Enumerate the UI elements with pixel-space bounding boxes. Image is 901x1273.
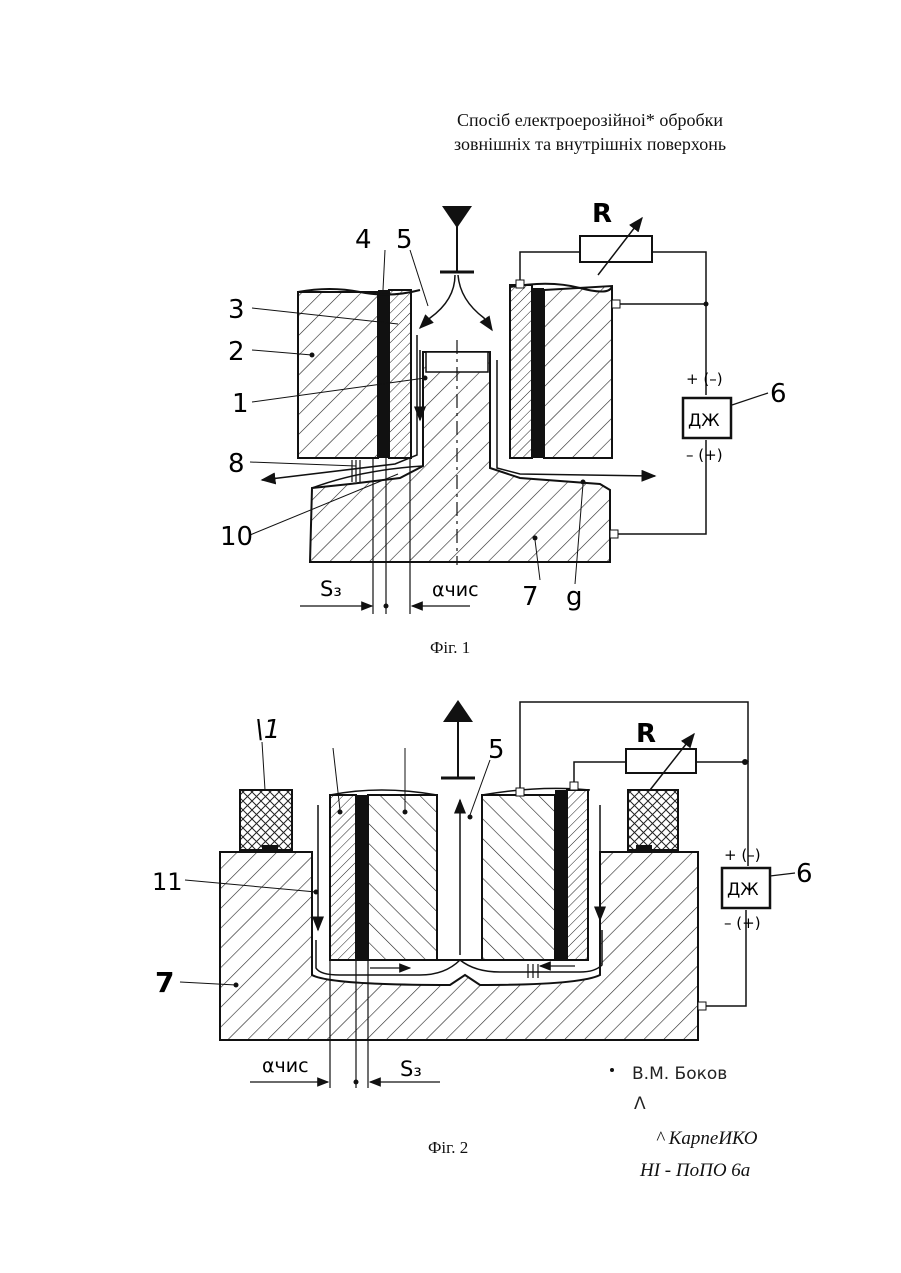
fig1-polarity-top: + (–) (686, 370, 723, 388)
fig1-generator-label: ДЖ (688, 411, 720, 431)
fig2-label-7: 7 (155, 966, 174, 999)
fig1-holder-left (298, 292, 378, 458)
fig2-electrode-right (567, 790, 588, 960)
fig2-label-R: R (636, 719, 656, 749)
fig2-polarity-top: + (–) (724, 846, 761, 864)
fig2-holder-right (482, 795, 555, 960)
fig2-dim-s3: S₃ (400, 1057, 422, 1081)
fig2-label-5: 5 (488, 735, 505, 765)
signature-line-2: НІ - ПоПО 6а (640, 1160, 750, 1182)
figure-2-drawing: \1 5 11 7 6 R + (–) – (+) ДЖ αчис S₃ (0, 680, 901, 1130)
fig2-workpiece (220, 852, 698, 1040)
fig1-label-1: 1 (232, 389, 249, 419)
fig2-polarity-bottom: – (+) (724, 914, 761, 932)
fig2-electrode-left (330, 795, 356, 960)
fig2-dim-a: αчис (262, 1055, 309, 1077)
fig1-label-6: 6 (770, 379, 787, 409)
fig1-insulation-right (532, 288, 544, 458)
fig1-label-R: R (592, 199, 612, 229)
fig1-insulation-left (378, 290, 389, 458)
handwritten-signature: В.М. Боков (632, 1064, 727, 1084)
fig1-caption: Фіг. 1 (430, 638, 470, 658)
fig1-label-3: 3 (228, 295, 245, 325)
fig2-label-1: \1 (255, 715, 280, 745)
fig2-generator-label: ДЖ (727, 880, 759, 900)
signature-line-1: ^ КарпеИКО (656, 1128, 758, 1150)
fig1-label-7: 7 (522, 582, 539, 612)
fig1-dim-a: αчис (432, 579, 479, 601)
fig1-electrode-left (389, 290, 411, 458)
fig2-resistor (626, 749, 696, 773)
fig1-polarity-bottom: – (+) (686, 446, 723, 464)
fig1-label-10: 10 (220, 522, 253, 552)
fig1-label-5: 5 (396, 225, 413, 255)
fig2-ring-left (240, 790, 292, 850)
fig1-label-4: 4 (355, 225, 372, 255)
fig2-holder-left (368, 795, 437, 960)
fig2-caption: Фіг. 2 (428, 1138, 468, 1158)
fig1-electrode-right (510, 285, 532, 458)
fig2-label-11: 11 (152, 868, 183, 896)
figure-1-drawing: 4 5 3 2 1 8 10 6 7 g R + (–) – (+) ДЖ S₃… (0, 0, 901, 640)
bullet-dot (610, 1068, 614, 1072)
fig1-label-8: 8 (228, 449, 245, 479)
fig1-label-9: g (566, 582, 583, 612)
fig1-label-2: 2 (228, 337, 245, 367)
fig2-ring-right (628, 790, 678, 850)
fig1-holder-right (544, 286, 612, 458)
fig1-dim-s3: S₃ (320, 577, 342, 601)
fig2-label-6: 6 (796, 859, 813, 889)
signature-mark: Λ (634, 1094, 646, 1114)
fig1-resistor (580, 236, 652, 262)
